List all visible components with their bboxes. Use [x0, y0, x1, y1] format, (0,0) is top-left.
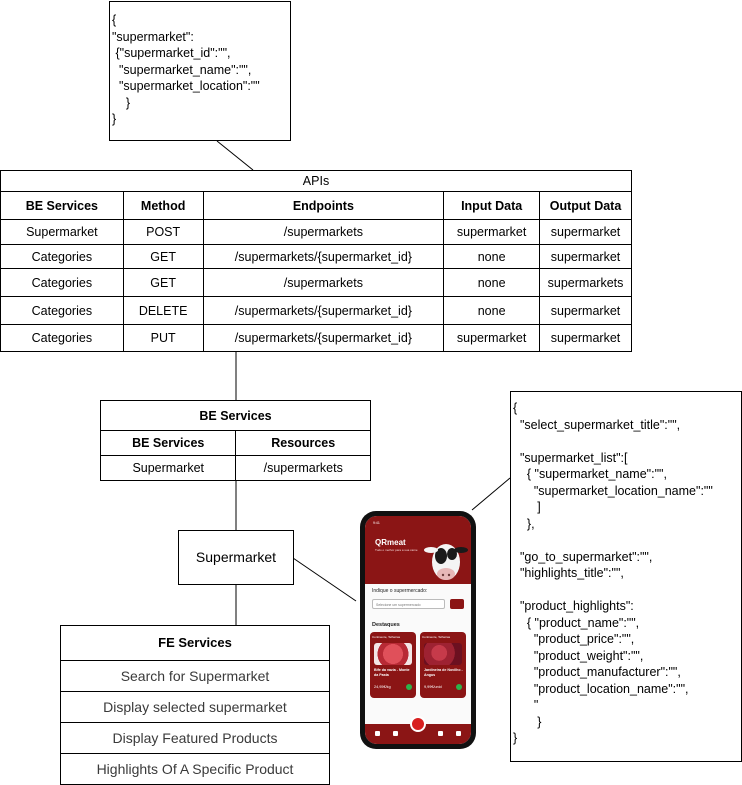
table-cell: supermarket — [539, 219, 632, 245]
fe-services-title: FE Services — [61, 626, 329, 661]
connector-phone-to-json — [471, 477, 511, 511]
highlights-title: Destaques — [372, 622, 400, 628]
product-name: Jardineira de Novilho - Angus — [424, 668, 463, 677]
product-name: Bife da vazia - Monte da Pasta — [374, 668, 410, 677]
table-cell: /supermarkets — [235, 455, 371, 481]
connector-supermarket-to-phone — [292, 557, 357, 602]
add-icon[interactable] — [406, 684, 412, 690]
phone-mockup: 9:41 QRmeat Tudo o melhor para a sua car… — [360, 511, 476, 749]
product-card[interactable]: Continente, Telheiras Bife da vazia - Mo… — [370, 632, 416, 698]
product-price: 24,95€/kg — [374, 685, 391, 689]
status-time: 9:41 — [373, 521, 380, 525]
table-cell: DELETE — [122, 296, 204, 325]
home-icon[interactable] — [375, 731, 380, 736]
list-icon[interactable] — [438, 731, 443, 736]
table-cell: PUT — [122, 324, 204, 352]
app-tagline: Tudo o melhor para a sua carne — [375, 548, 418, 552]
table-cell: Supermarket — [0, 219, 124, 245]
table-row: Categories GET /supermarkets/{supermarke… — [0, 244, 632, 269]
go-to-supermarket-button[interactable] — [450, 599, 464, 609]
table-cell: Categories — [0, 244, 124, 269]
be-header-services: BE Services — [99, 430, 237, 456]
table-cell: GET — [122, 268, 204, 297]
app-logo: QRmeat — [375, 538, 406, 547]
table-cell: GET — [122, 244, 204, 269]
table-cell: supermarket — [443, 219, 541, 245]
table-cell: Categories — [0, 268, 124, 297]
supermarket-select[interactable]: Selecione um supermercado — [372, 599, 445, 609]
fe-services-table: FE Services Search for Supermarket Displ… — [60, 625, 330, 785]
phone-screen: 9:41 QRmeat Tudo o melhor para a sua car… — [365, 516, 471, 744]
qr-scan-icon[interactable] — [410, 716, 426, 732]
supermarket-json-box: { "supermarket": {"supermarket_id":"", "… — [109, 1, 291, 141]
table-cell: supermarket — [443, 324, 541, 352]
table-cell: Supermarket — [99, 455, 237, 481]
table-cell: /supermarkets/{supermarket_id} — [202, 324, 445, 352]
product-location-tag: Continente, Telheiras — [422, 635, 451, 639]
meat-image — [424, 643, 462, 665]
table-cell: supermarket — [539, 244, 632, 269]
add-icon[interactable] — [456, 684, 462, 690]
supermarket-node-label: Supermarket — [195, 549, 277, 565]
profile-icon[interactable] — [456, 731, 461, 736]
fe-service-item: Display selected supermarket — [61, 692, 329, 723]
product-price: 9,99€/unid — [424, 685, 442, 689]
table-cell: none — [443, 268, 541, 297]
phone-header: 9:41 QRmeat Tudo o melhor para a sua car… — [365, 516, 471, 584]
table-cell: Categories — [0, 324, 124, 352]
fe-service-item: Highlights Of A Specific Product — [96, 761, 294, 777]
bottom-nav — [365, 724, 471, 744]
apis-table-title: APIs — [0, 170, 632, 192]
table-cell: /supermarkets — [202, 219, 445, 245]
table-row: Categories GET /supermarkets none superm… — [0, 268, 632, 297]
select-supermarket-label: Indique o supermercado: — [372, 588, 428, 594]
screen-json-box: { "select_supermarket_title":"", "superm… — [510, 391, 742, 762]
cow-image — [424, 544, 468, 580]
meat-image — [374, 643, 412, 665]
heart-icon[interactable] — [393, 731, 398, 736]
table-cell: POST — [122, 219, 204, 245]
table-row: Categories PUT /supermarkets/{supermarke… — [0, 324, 632, 352]
be-header-resources: Resources — [235, 430, 371, 456]
product-card[interactable]: Continente, Telheiras Jardineira de Novi… — [420, 632, 466, 698]
table-cell: Categories — [0, 296, 124, 325]
apis-header-output-data: Output Data — [539, 191, 632, 220]
table-row: Supermarket /supermarkets — [99, 455, 371, 481]
fe-service-item: Display Featured Products — [61, 723, 329, 754]
connector-json-to-apis — [216, 140, 254, 171]
table-cell: /supermarkets/{supermarket_id} — [202, 244, 445, 269]
fe-service-item: Search for Supermarket — [61, 661, 329, 692]
apis-header-be-services: BE Services — [0, 191, 124, 220]
table-cell: supermarket — [539, 296, 632, 325]
be-services-table: BE Services BE Services Resources Superm… — [99, 400, 371, 481]
be-services-title: BE Services — [100, 400, 371, 431]
apis-header-method: Method — [122, 191, 204, 220]
table-row: Categories DELETE /supermarkets/{superma… — [0, 296, 632, 325]
apis-header-input-data: Input Data — [443, 191, 541, 220]
table-cell: supermarkets — [539, 268, 632, 297]
apis-table: APIs BE Services Method Endpoints Input … — [0, 170, 632, 352]
table-row: Supermarket POST /supermarkets supermark… — [0, 219, 632, 245]
table-cell: /supermarkets — [202, 268, 445, 297]
table-cell: none — [443, 244, 541, 269]
table-cell: none — [443, 296, 541, 325]
table-cell: supermarket — [539, 324, 632, 352]
supermarket-node: Supermarket — [178, 530, 294, 585]
product-location-tag: Continente, Telheiras — [372, 635, 401, 639]
apis-header-endpoints: Endpoints — [202, 191, 445, 220]
table-cell: /supermarkets/{supermarket_id} — [202, 296, 445, 325]
